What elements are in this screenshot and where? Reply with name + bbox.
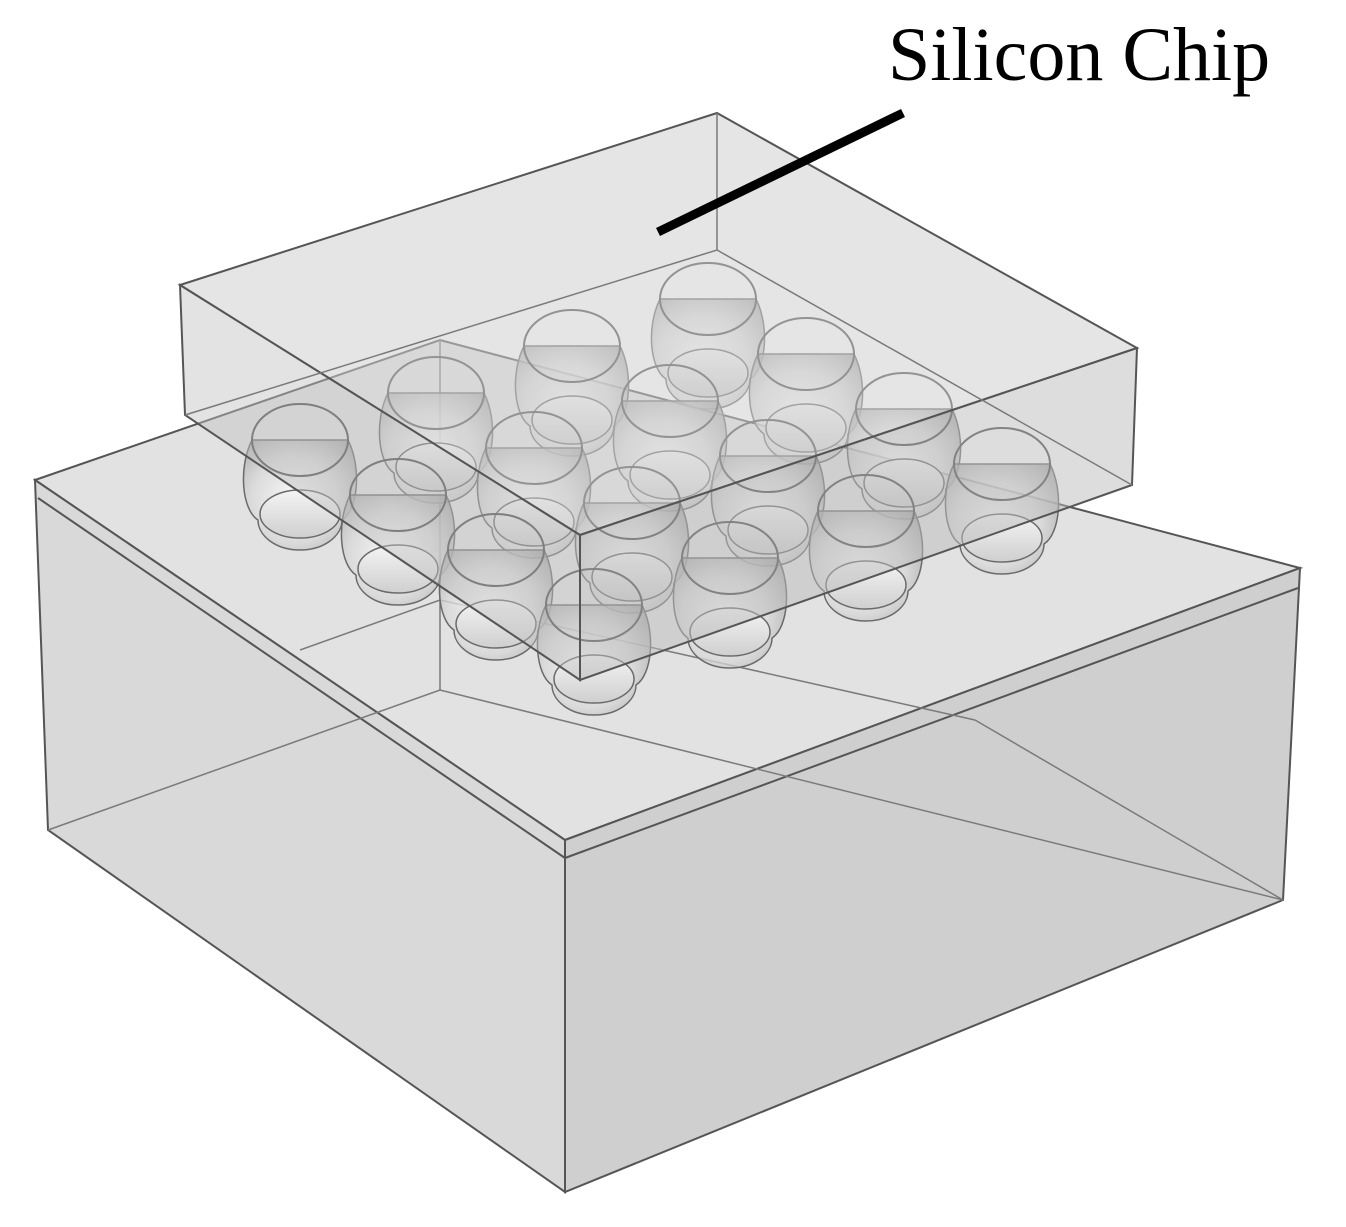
silicon-chip-block: [177, 111, 1140, 682]
solder-ball-rim: [349, 458, 447, 532]
chip-leader-line: [656, 108, 905, 237]
solder-ball-rim: [251, 403, 349, 477]
chip-hidden-bottom-edge: [184, 249, 1133, 486]
substrate-layer-line: [37, 497, 1299, 859]
solder-ball: [242, 403, 358, 551]
solder-ball-pad: [357, 544, 439, 594]
silicon-chip-label: Silicon Chip: [888, 13, 1270, 97]
solder-ball-pad: [259, 489, 341, 539]
substrate-inner-edge-right: [974, 719, 1284, 901]
solder-ball-rim: [447, 513, 545, 587]
